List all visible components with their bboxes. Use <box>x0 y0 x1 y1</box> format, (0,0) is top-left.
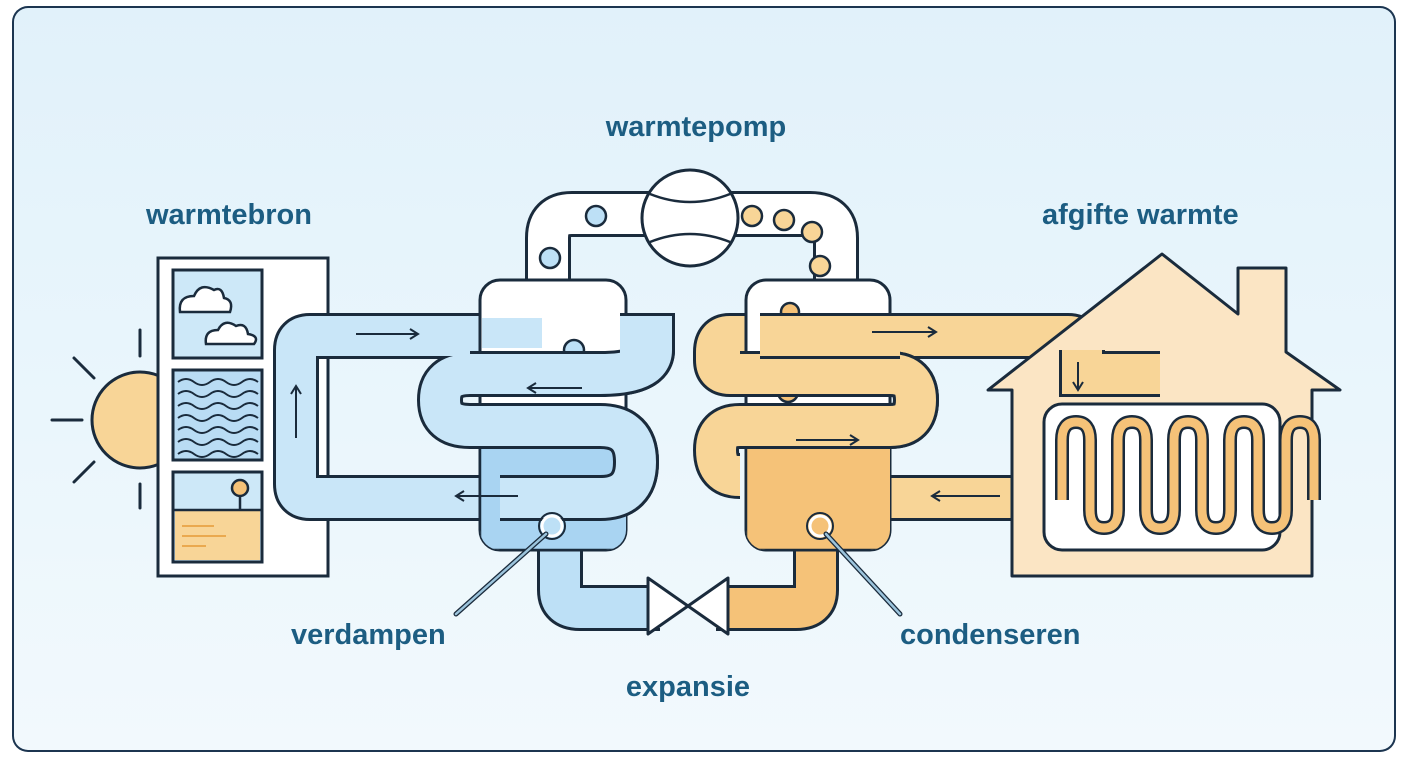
house-icon <box>986 252 1342 578</box>
arrow-icon <box>290 326 1084 502</box>
condenser-vessel <box>740 278 940 552</box>
compressor-icon <box>640 168 740 268</box>
heat-output-label: afgifte warmte <box>1042 199 1239 231</box>
expansion-loop <box>537 530 839 631</box>
tree-icon <box>171 470 264 564</box>
title-label: warmtepomp <box>605 111 786 143</box>
expansion-valve-icon <box>646 576 730 636</box>
expansion-label: expansie <box>626 671 750 703</box>
cloud-icon <box>171 268 264 360</box>
sun-icon <box>50 328 160 510</box>
heat-source-label: warmtebron <box>145 199 312 231</box>
diagram-frame: warmtepomp warmtebron afgifte warmte ver… <box>12 6 1396 752</box>
water-waves-icon <box>171 368 264 462</box>
condense-label: condenseren <box>900 619 1081 651</box>
heat-pump-diagram: warmtepomp warmtebron afgifte warmte ver… <box>50 111 1342 703</box>
radiator-icon <box>1042 402 1321 552</box>
evaporate-label: verdampen <box>291 619 446 651</box>
evaporator-vessel <box>470 278 675 552</box>
